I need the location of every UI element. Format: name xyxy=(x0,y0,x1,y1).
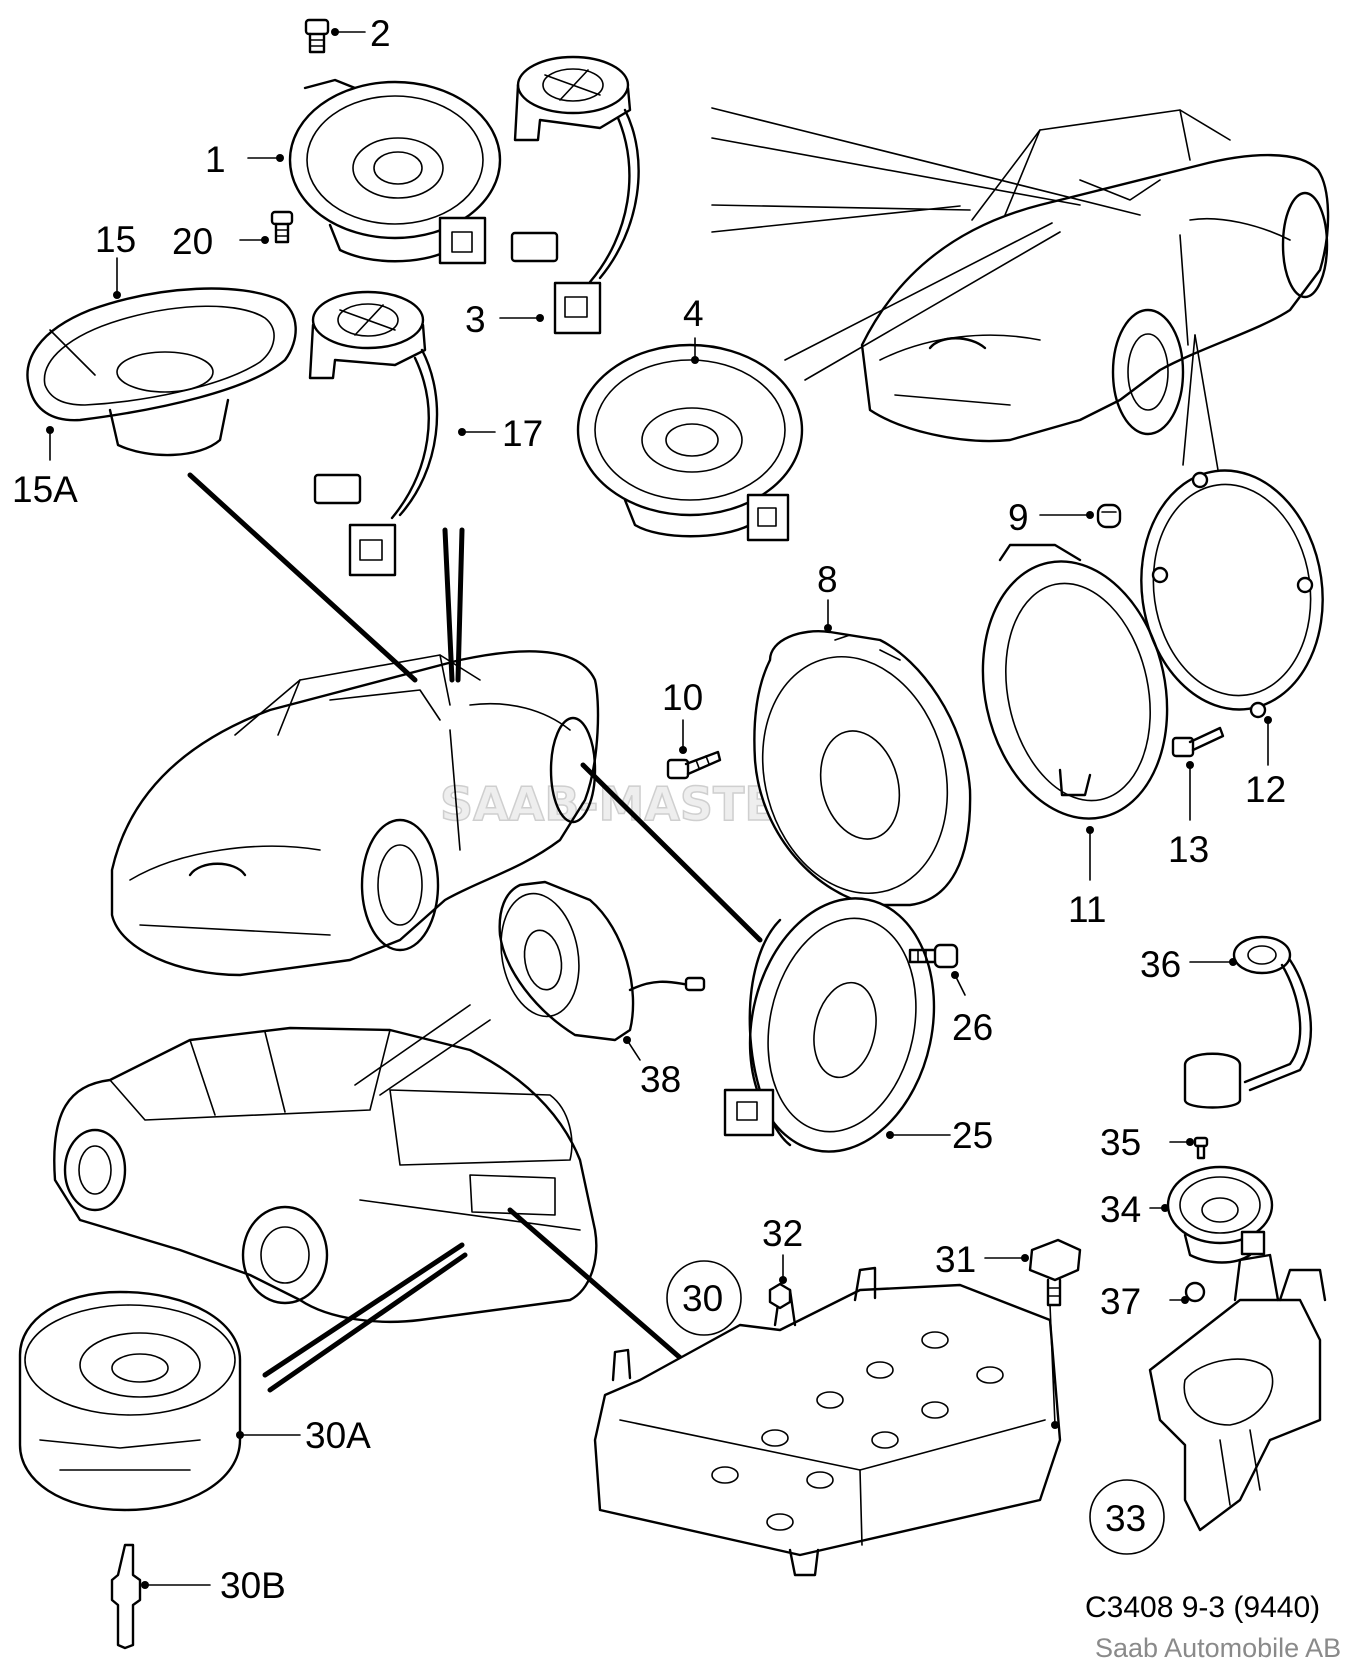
callout-15: 15 xyxy=(95,219,136,260)
speaker-part-8 xyxy=(753,630,972,907)
callout-4: 4 xyxy=(683,293,704,334)
screw-part-26 xyxy=(908,943,959,969)
adapter-ring-part-11 xyxy=(981,543,1169,820)
subwoofer-part-30A xyxy=(18,1290,242,1512)
callout-30A: 30A xyxy=(305,1415,371,1456)
callout-30B: 30B xyxy=(220,1565,286,1606)
diagram-caption: C3408 9-3 (9440) xyxy=(1085,1591,1320,1624)
screw-part-35 xyxy=(1193,1136,1209,1160)
callout-8: 8 xyxy=(817,559,838,600)
callout-25: 25 xyxy=(952,1115,993,1156)
callout-17: 17 xyxy=(502,413,543,454)
callout-9: 9 xyxy=(1008,497,1029,538)
speaker-part-4 xyxy=(576,343,804,542)
stud-part-30B xyxy=(110,1543,142,1650)
clip-part-9 xyxy=(1096,503,1122,529)
callout-leaders xyxy=(46,28,1272,1589)
leader-lines-top-right xyxy=(711,107,1219,471)
screw-part-13 xyxy=(1171,726,1225,758)
callout-33: 33 xyxy=(1105,1498,1146,1539)
callout-37: 37 xyxy=(1100,1281,1141,1322)
oval-speaker-part-15 xyxy=(26,287,297,457)
callout-34: 34 xyxy=(1100,1189,1141,1230)
circle-label-33 xyxy=(1089,1479,1165,1555)
callout-2: 2 xyxy=(370,13,391,54)
screw-part-2 xyxy=(304,18,330,54)
ring-part-12 xyxy=(1140,469,1324,719)
callout-10: 10 xyxy=(662,677,703,718)
speaker-part-38 xyxy=(498,880,706,1042)
callout-36: 36 xyxy=(1140,944,1181,985)
tweeter-part-17 xyxy=(308,290,439,577)
callout-20: 20 xyxy=(172,221,213,262)
callout-38: 38 xyxy=(640,1059,681,1100)
screw-part-10 xyxy=(666,750,722,780)
speaker-part-25 xyxy=(723,897,936,1153)
nut-part-37 xyxy=(1184,1281,1206,1303)
callout-31: 31 xyxy=(935,1239,976,1280)
circle-label-30 xyxy=(666,1260,742,1336)
speaker-part-34 xyxy=(1166,1165,1274,1264)
speaker-shelf-part-30 xyxy=(593,1266,1062,1577)
leader-lines-center xyxy=(187,472,763,943)
nut-part-32 xyxy=(768,1282,792,1310)
callout-26: 26 xyxy=(952,1007,993,1048)
callout-12: 12 xyxy=(1245,769,1286,810)
callout-1: 1 xyxy=(205,139,226,180)
callout-labels: 1 2 3 4 8 9 10 11 12 13 15 15A 17 20 25 … xyxy=(12,13,1286,1606)
callout-30: 30 xyxy=(682,1278,723,1319)
callout-13: 13 xyxy=(1168,829,1209,870)
callout-32: 32 xyxy=(762,1213,803,1254)
callout-35: 35 xyxy=(1100,1122,1141,1163)
bracket-part-33 xyxy=(1148,1253,1327,1532)
callout-15A: 15A xyxy=(12,469,78,510)
knob-screw-part-31 xyxy=(1028,1238,1082,1307)
publisher-caption: Saab Automobile AB xyxy=(1095,1633,1341,1663)
callout-11: 11 xyxy=(1068,889,1106,930)
station-wagon-car xyxy=(53,1026,598,1323)
tweeter-part-3 xyxy=(510,55,640,335)
screw-part-20 xyxy=(270,210,294,244)
leader-lines-wagon xyxy=(262,1004,703,1393)
convertible-car-top xyxy=(860,109,1330,443)
speaker-part-1 xyxy=(288,78,502,265)
callout-3: 3 xyxy=(465,299,486,340)
tweeter-part-36 xyxy=(1183,935,1313,1109)
